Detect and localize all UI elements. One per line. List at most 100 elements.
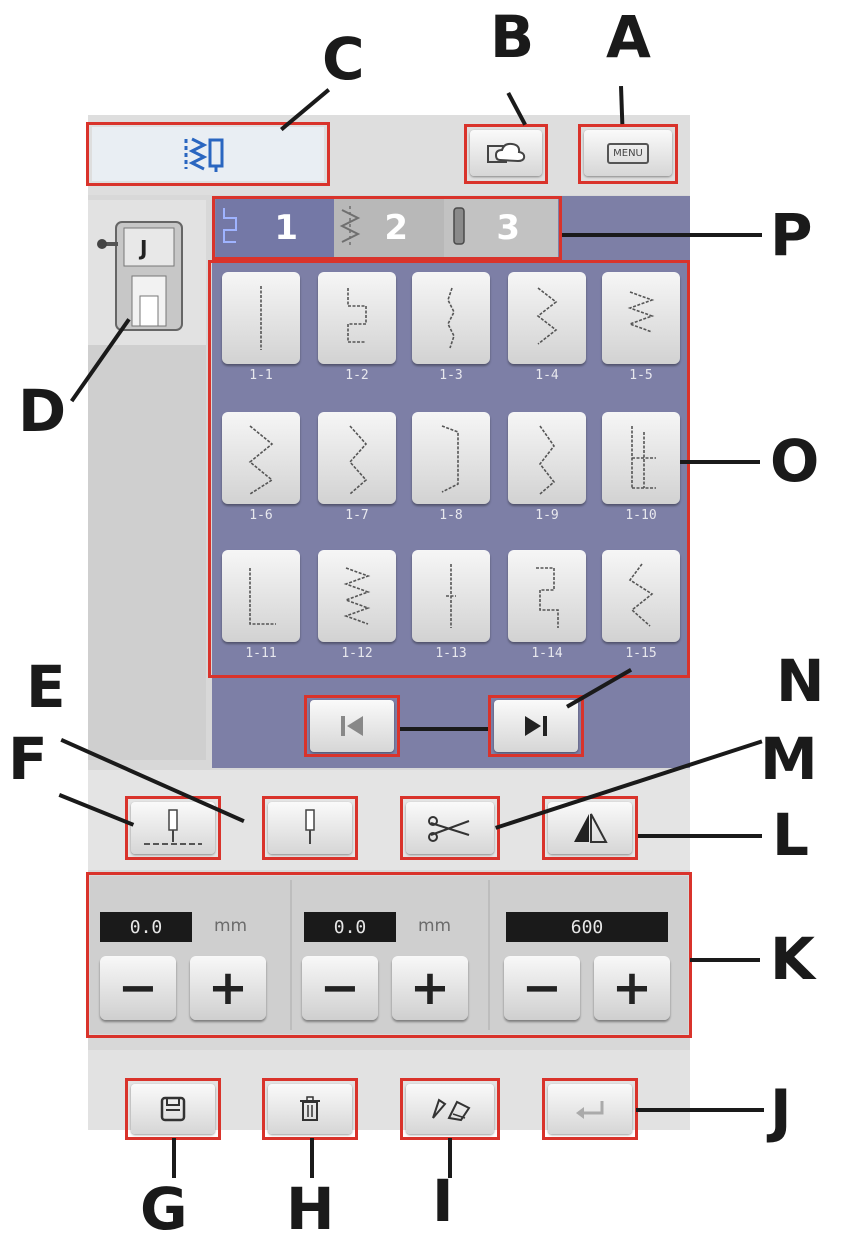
speed-value: 600: [506, 912, 668, 942]
stitch-width-value: 0.0: [100, 912, 192, 942]
save-button[interactable]: [131, 1084, 215, 1134]
pencil-eraser-icon: [432, 1098, 471, 1122]
floppy-disk-icon: [160, 1096, 186, 1122]
stitch-width-unit: mm: [214, 916, 248, 936]
needle-down-icon: [144, 809, 202, 845]
stitch-mode-display[interactable]: [92, 127, 324, 181]
stitch-pattern-icon: [446, 564, 456, 628]
stitch-pattern-icon: [628, 563, 654, 627]
presser-foot-letter: J: [140, 236, 148, 260]
stitch-pattern-icon: [627, 291, 655, 333]
callout-f: F: [8, 725, 48, 793]
stitch-pattern-button[interactable]: [602, 412, 680, 504]
leader-line-k: [690, 958, 760, 962]
cloud-icon: [487, 142, 526, 163]
highlight-n-right: [488, 695, 584, 757]
stitch-pattern-label: 1-5: [629, 368, 653, 383]
highlight-k: [86, 872, 692, 1038]
tab-2[interactable]: [334, 199, 444, 257]
stitch-pattern-button[interactable]: [318, 272, 396, 364]
thread-cutter-button[interactable]: [406, 802, 494, 854]
mirror-button[interactable]: [548, 802, 632, 854]
menu-icon-label: MENU: [613, 147, 643, 159]
leader-line-p: [562, 233, 762, 237]
callout-e: E: [26, 653, 66, 721]
callout-i: I: [432, 1167, 454, 1235]
highlight-h: [262, 1078, 358, 1140]
adjuster-divider: [488, 880, 490, 1030]
stitch-pattern-button[interactable]: [602, 272, 680, 364]
stitch-length-minus-button[interactable]: −: [302, 956, 378, 1020]
stitch-pattern-button[interactable]: [508, 272, 586, 364]
previous-page-button[interactable]: [310, 700, 394, 752]
menu-button[interactable]: MENU: [584, 130, 672, 176]
straight-stitch-tab-icon: [223, 208, 237, 243]
highlight-e: [262, 796, 358, 860]
stitch-length-plus-button[interactable]: +: [392, 956, 468, 1020]
highlight-f: [125, 796, 221, 860]
stitch-pattern-button[interactable]: [508, 550, 586, 642]
stitch-width-plus-button[interactable]: +: [190, 956, 266, 1020]
stitch-pattern-label: 1-6: [249, 508, 273, 523]
stitch-pattern-icon: [536, 287, 558, 345]
stitch-pattern-button[interactable]: [602, 550, 680, 642]
stitch-mode-icon: [184, 137, 224, 172]
next-page-button[interactable]: [494, 700, 578, 752]
callout-m: M: [760, 725, 818, 793]
needle-up-button[interactable]: [268, 802, 352, 854]
stitch-width-minus-button[interactable]: −: [100, 956, 176, 1020]
edit-button[interactable]: [406, 1084, 494, 1134]
speed-plus-button[interactable]: +: [594, 956, 670, 1020]
stitch-pattern-icon: [538, 425, 556, 495]
stitch-pattern-label: 1-15: [625, 646, 657, 661]
stitch-pattern-button[interactable]: [222, 550, 300, 642]
menu-icon: MENU: [607, 142, 649, 164]
connect-button[interactable]: [470, 130, 542, 176]
stitch-pattern-label: 1-4: [535, 368, 559, 383]
stitch-pattern-button[interactable]: [412, 272, 490, 364]
presser-foot-icon: [97, 221, 183, 331]
stitch-pattern-button[interactable]: [222, 412, 300, 504]
leader-line-h: [310, 1138, 314, 1178]
stitch-pattern-icon: [347, 288, 367, 343]
callout-d: D: [18, 377, 67, 445]
presser-foot-indicator[interactable]: J: [96, 214, 188, 332]
needle-up-icon: [305, 809, 315, 844]
skip-forward-icon: [525, 716, 547, 736]
callout-j: J: [770, 1077, 792, 1145]
stitch-pattern-label: 1-10: [625, 508, 657, 523]
confirm-button[interactable]: [548, 1084, 632, 1134]
trash-icon: [300, 1096, 320, 1121]
leader-line-o: [680, 460, 760, 464]
highlight-i: [400, 1078, 500, 1140]
stitch-pattern-button[interactable]: [318, 412, 396, 504]
stitch-pattern-icon: [348, 425, 368, 495]
needle-down-button[interactable]: [131, 802, 215, 854]
callout-c: C: [322, 25, 365, 93]
stitch-pattern-button[interactable]: [412, 550, 490, 642]
nav-connector: [398, 727, 490, 731]
stitch-pattern-button[interactable]: [412, 412, 490, 504]
adjuster-divider: [290, 880, 292, 1030]
skip-back-icon: [341, 716, 363, 736]
highlight-j: [542, 1078, 638, 1140]
stitch-pattern-label: 1-11: [245, 646, 277, 661]
stitch-pattern-label: 1-7: [345, 508, 369, 523]
callout-p: P: [770, 201, 813, 269]
speed-minus-button[interactable]: −: [504, 956, 580, 1020]
highlight-m: [400, 796, 500, 860]
stitch-pattern-icon: [536, 567, 559, 628]
stitch-pattern-label: 1-9: [535, 508, 559, 523]
stitch-pattern-button[interactable]: [508, 412, 586, 504]
stitch-pattern-icon: [249, 568, 276, 625]
stitch-pattern-label: 1-12: [341, 646, 373, 661]
stitch-pattern-button[interactable]: [222, 272, 300, 364]
stitch-pattern-icon: [631, 426, 656, 489]
callout-l: L: [772, 801, 809, 869]
stitch-pattern-label: 1-2: [345, 368, 369, 383]
callout-h: H: [286, 1175, 335, 1243]
delete-button[interactable]: [268, 1084, 352, 1134]
stitch-pattern-icon: [248, 425, 274, 495]
stitch-pattern-button[interactable]: [318, 550, 396, 642]
tab-1-label: 1: [274, 208, 298, 248]
